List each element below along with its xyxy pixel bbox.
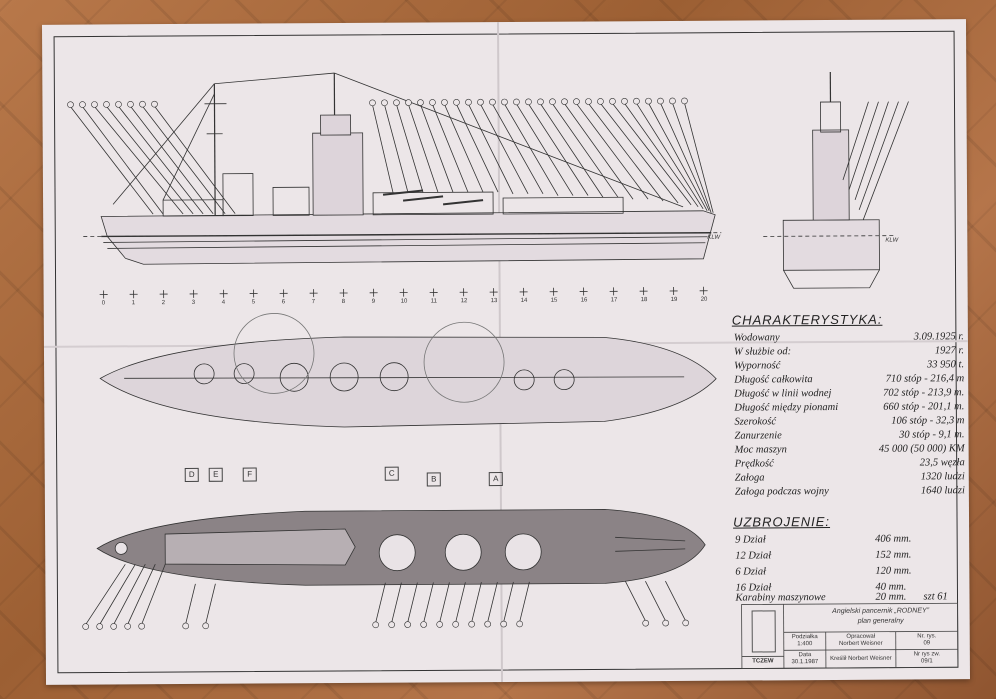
side-view	[70, 72, 722, 265]
deck-marker: E	[208, 467, 223, 482]
frame-number: 9	[371, 298, 376, 305]
drawing-number-label: Nr rys zw.	[913, 651, 941, 658]
date-value: 30.1.1987	[791, 659, 819, 666]
spec-value: 30 stóp - 9,1 m.	[899, 429, 965, 441]
spec-label: Szerokość	[734, 416, 777, 428]
frame-stations	[99, 286, 708, 299]
frame-number: 1	[131, 300, 136, 307]
drawing-frame	[53, 30, 959, 674]
spec-value: 1320 ludzi	[920, 471, 965, 483]
frame-number: 8	[341, 298, 346, 306]
specifications-title: CHARAKTERYSTYKA:	[731, 311, 883, 328]
spec-value: 1927 r.	[934, 345, 965, 357]
spec-label: Długość w linii wodnej	[734, 388, 832, 400]
plan-view-upper	[99, 313, 717, 428]
spec-value: 33 950 t.	[927, 359, 965, 371]
armament-value: 20 mm.	[875, 591, 907, 603]
shipyard-logo-icon	[751, 610, 776, 653]
spec-value: 1640 ludzi	[920, 485, 965, 497]
spec-label: Załoga	[734, 472, 765, 484]
drawing-number: 09/1	[921, 658, 933, 665]
plan-view-lower	[85, 508, 706, 625]
date-label: Data	[798, 652, 812, 659]
frame-number: 11	[430, 298, 437, 305]
frame-number: 7	[311, 299, 316, 306]
spec-value: 660 stóp - 201,1 m.	[883, 401, 965, 413]
title-plan-type: plan generalny	[857, 617, 904, 625]
frame-number: 17	[610, 297, 618, 304]
frame-number: 10	[400, 298, 408, 305]
frame-number: 13	[490, 298, 498, 305]
spec-label: Zanurzenie	[734, 430, 782, 442]
armament-label: 6 Dział	[735, 566, 767, 578]
armament-label: Karabiny maszynowe	[735, 592, 826, 604]
waterline-label-front: KLW	[885, 237, 899, 244]
frame-number: 3	[191, 299, 196, 306]
frame-number: 5	[251, 299, 256, 306]
frame-number: 6	[281, 299, 286, 306]
spec-value: 106 stóp - 32,3 m	[891, 415, 965, 427]
spec-value: 23,5 węzła	[919, 457, 965, 469]
spec-label: Wodowany	[733, 332, 780, 344]
waterline-label: KLW	[707, 234, 721, 241]
spec-label: Wyporność	[734, 360, 781, 372]
frame-number: 14	[520, 297, 528, 304]
blueprint-sheet: 0 1 2 3 4 5 6 7 8 9 10 11 12 13 14 15 16…	[41, 19, 971, 685]
spec-label: W służbie od:	[733, 346, 792, 358]
frame-number: 20	[700, 296, 708, 303]
sheet-number: 09	[923, 640, 931, 647]
frame-number: 2	[161, 300, 166, 307]
spec-value: 710 stóp - 216,4 m	[885, 373, 965, 385]
deck-marker: C	[384, 466, 399, 481]
drawn-label: Opracował	[846, 633, 876, 640]
spec-value: 702 stóp - 213,9 m.	[883, 387, 965, 399]
spec-label: Prędkość	[734, 458, 774, 470]
ship-drawing	[43, 22, 968, 683]
deck-marker: A	[488, 472, 503, 487]
deck-marker: D	[184, 467, 199, 482]
title-block	[741, 602, 959, 669]
spec-label: Załoga podczas wojny	[734, 486, 829, 498]
armament-value: 406 mm.	[875, 533, 912, 545]
frame-number: 4	[221, 299, 226, 306]
sheet-number-label: Nr. rys.	[917, 633, 937, 640]
spec-value: 3.09.1925 r.	[913, 331, 964, 343]
callout-markers	[67, 97, 689, 630]
scale-value: 1:400	[797, 641, 813, 648]
spec-value: 45 000 (50 000) KM	[878, 443, 965, 455]
deck-marker: F	[242, 467, 257, 482]
armament-value: 152 mm.	[875, 549, 912, 561]
frame-number: 15	[550, 297, 558, 304]
spec-label: Długość całkowita	[734, 374, 813, 386]
spec-label: Moc maszyn	[734, 444, 787, 456]
armament-label: 12 Dział	[735, 550, 772, 562]
frame-number: 18	[640, 297, 648, 304]
front-view	[763, 72, 909, 289]
frame-number: 16	[580, 297, 588, 304]
frame-number: 12	[460, 298, 468, 305]
armament-label: 9 Dział	[735, 534, 766, 546]
scale-label: Podziałka	[791, 634, 818, 641]
title-ship-name: Angielski pancernik „RODNEY”	[832, 607, 930, 616]
checked-by: Kreślił Norbert Weisner	[830, 655, 892, 663]
armament-title: UZBROJENIE:	[732, 514, 831, 530]
deck-marker: B	[426, 472, 441, 487]
spec-label: Długość między pionami	[734, 401, 839, 414]
armament-extra: szt 61	[923, 591, 948, 603]
place-label: TCZEW	[752, 658, 774, 665]
frame-number: 19	[670, 296, 678, 303]
frame-number: 0	[101, 300, 106, 307]
drawn-by: Norbert Weisner	[838, 640, 883, 647]
armament-value: 120 mm.	[875, 565, 912, 577]
